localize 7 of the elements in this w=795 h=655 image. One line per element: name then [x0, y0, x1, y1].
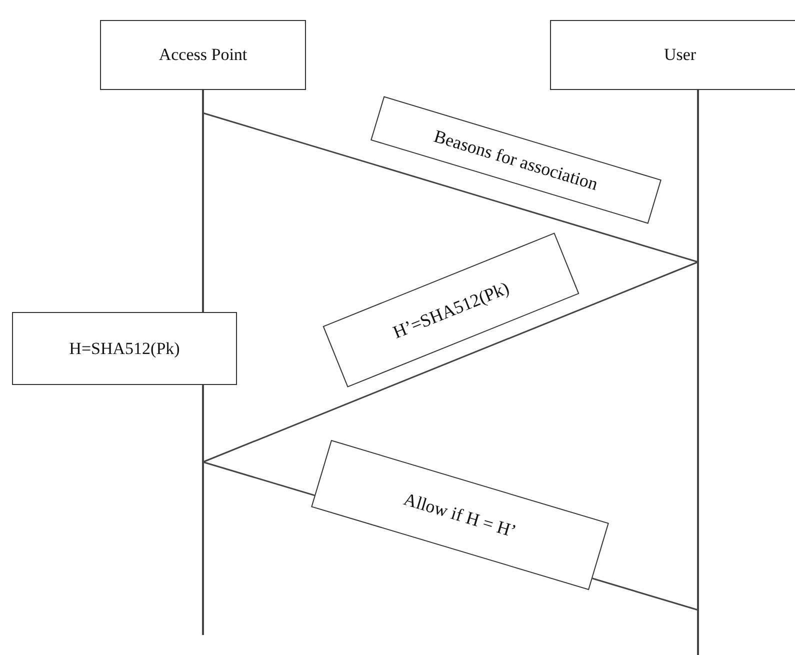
- message-line: [202, 261, 698, 463]
- edge-label: Allow if H = H’: [311, 440, 609, 590]
- note-box: H=SHA512(Pk): [12, 312, 237, 385]
- edge-label: Beasons for association: [370, 96, 662, 224]
- participant-box: User: [550, 20, 795, 90]
- message-line: [202, 112, 698, 263]
- participant-box: Access Point: [100, 20, 306, 90]
